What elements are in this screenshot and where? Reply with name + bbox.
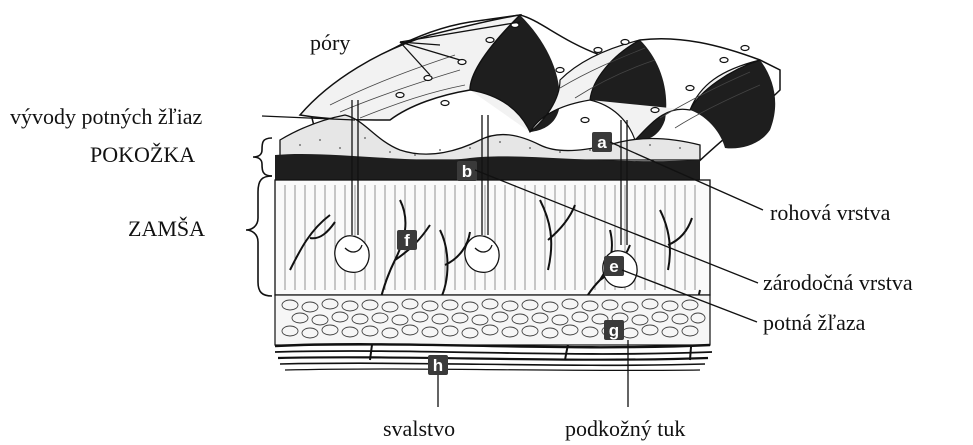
svg-text:g: g <box>609 321 619 340</box>
label-vyvody-potnych-zliaz: vývody potných žľiaz <box>10 104 202 129</box>
letter-marker-b: b <box>457 161 477 181</box>
subcutaneous-fat-layer <box>275 295 710 345</box>
svg-text:e: e <box>609 257 618 276</box>
zamsa-brace <box>246 176 272 296</box>
muscle-layer <box>275 344 712 370</box>
svg-text:f: f <box>404 231 410 250</box>
svg-text:h: h <box>433 356 443 375</box>
svg-text:a: a <box>597 133 607 152</box>
label-potna-zlaza: potná žľaza <box>763 310 866 335</box>
skin-illustration <box>275 15 780 370</box>
letter-marker-f: f <box>397 230 417 250</box>
label-svalstvo: svalstvo <box>383 416 455 441</box>
letter-marker-a: a <box>592 132 612 152</box>
letter-marker-h: h <box>428 355 448 375</box>
label-podkozny-tuk: podkožný tuk <box>565 416 685 441</box>
label-pokozka: POKOŽKA <box>90 142 195 167</box>
letter-marker-g: g <box>604 320 624 340</box>
label-zamsa: ZAMŠA <box>128 216 205 241</box>
pokozka-brace <box>253 138 272 176</box>
svg-text:b: b <box>462 162 472 181</box>
label-zarodocna-vrstva: zárodočná vrstva <box>763 270 913 295</box>
letter-marker-e: e <box>604 256 624 276</box>
label-pory: póry <box>310 30 350 55</box>
label-rohova-vrstva: rohová vrstva <box>770 200 891 225</box>
